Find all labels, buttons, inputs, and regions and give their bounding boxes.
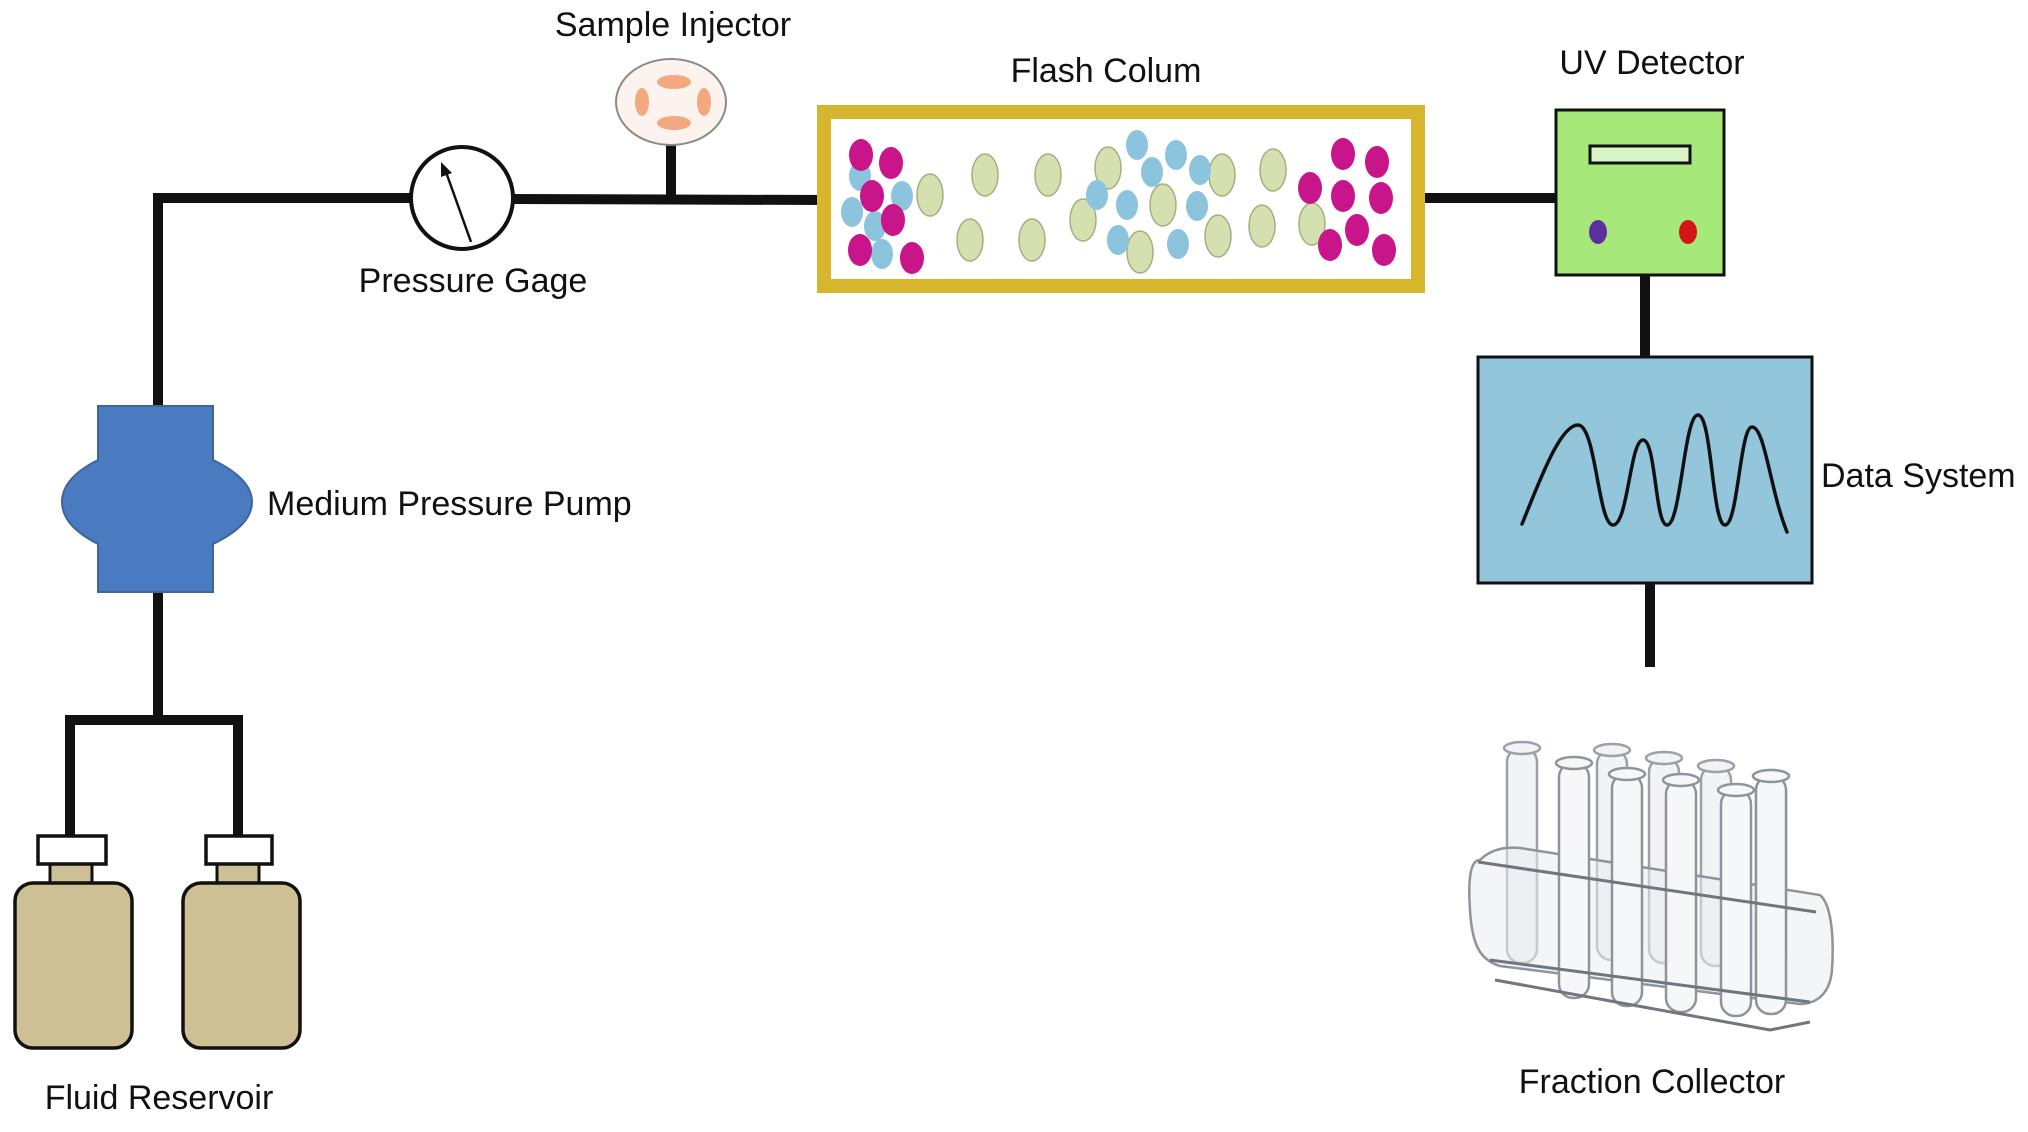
labels: Sample Injector Flash Colum UV Detector … [45, 6, 2016, 1117]
label-pressure-gage: Pressure Gage [359, 262, 588, 300]
uv-knob-left [1589, 220, 1607, 244]
tube-reservoir-manifold [65, 715, 243, 841]
tubing [65, 143, 1655, 841]
fraction-collector [1468, 740, 1834, 1032]
gage-needle [444, 171, 473, 243]
label-uv-detector: UV Detector [1559, 44, 1744, 82]
uv-knob-right [1679, 220, 1697, 244]
uv-display [1588, 144, 1692, 165]
label-fluid-reservoir: Fluid Reservoir [45, 1079, 274, 1117]
tube-pump-to-gage [153, 193, 417, 417]
column-particles [841, 130, 1396, 274]
medium-pressure-pump [60, 405, 254, 593]
label-sample-injector: Sample Injector [555, 6, 791, 44]
label-medium-pressure-pump: Medium Pressure Pump [267, 485, 632, 523]
fluid-reservoir-left [13, 834, 134, 1050]
label-flash-column: Flash Colum [1011, 52, 1202, 90]
pressure-gage [409, 145, 515, 251]
flash-column [817, 105, 1425, 293]
data-system [1476, 355, 1814, 585]
label-fraction-collector: Fraction Collector [1519, 1063, 1785, 1101]
uv-detector [1554, 108, 1726, 277]
sample-injector [615, 58, 727, 146]
fluid-reservoir-right [181, 834, 302, 1050]
chromatogram-trace [1520, 413, 1789, 534]
label-data-system: Data System [1821, 457, 2016, 495]
